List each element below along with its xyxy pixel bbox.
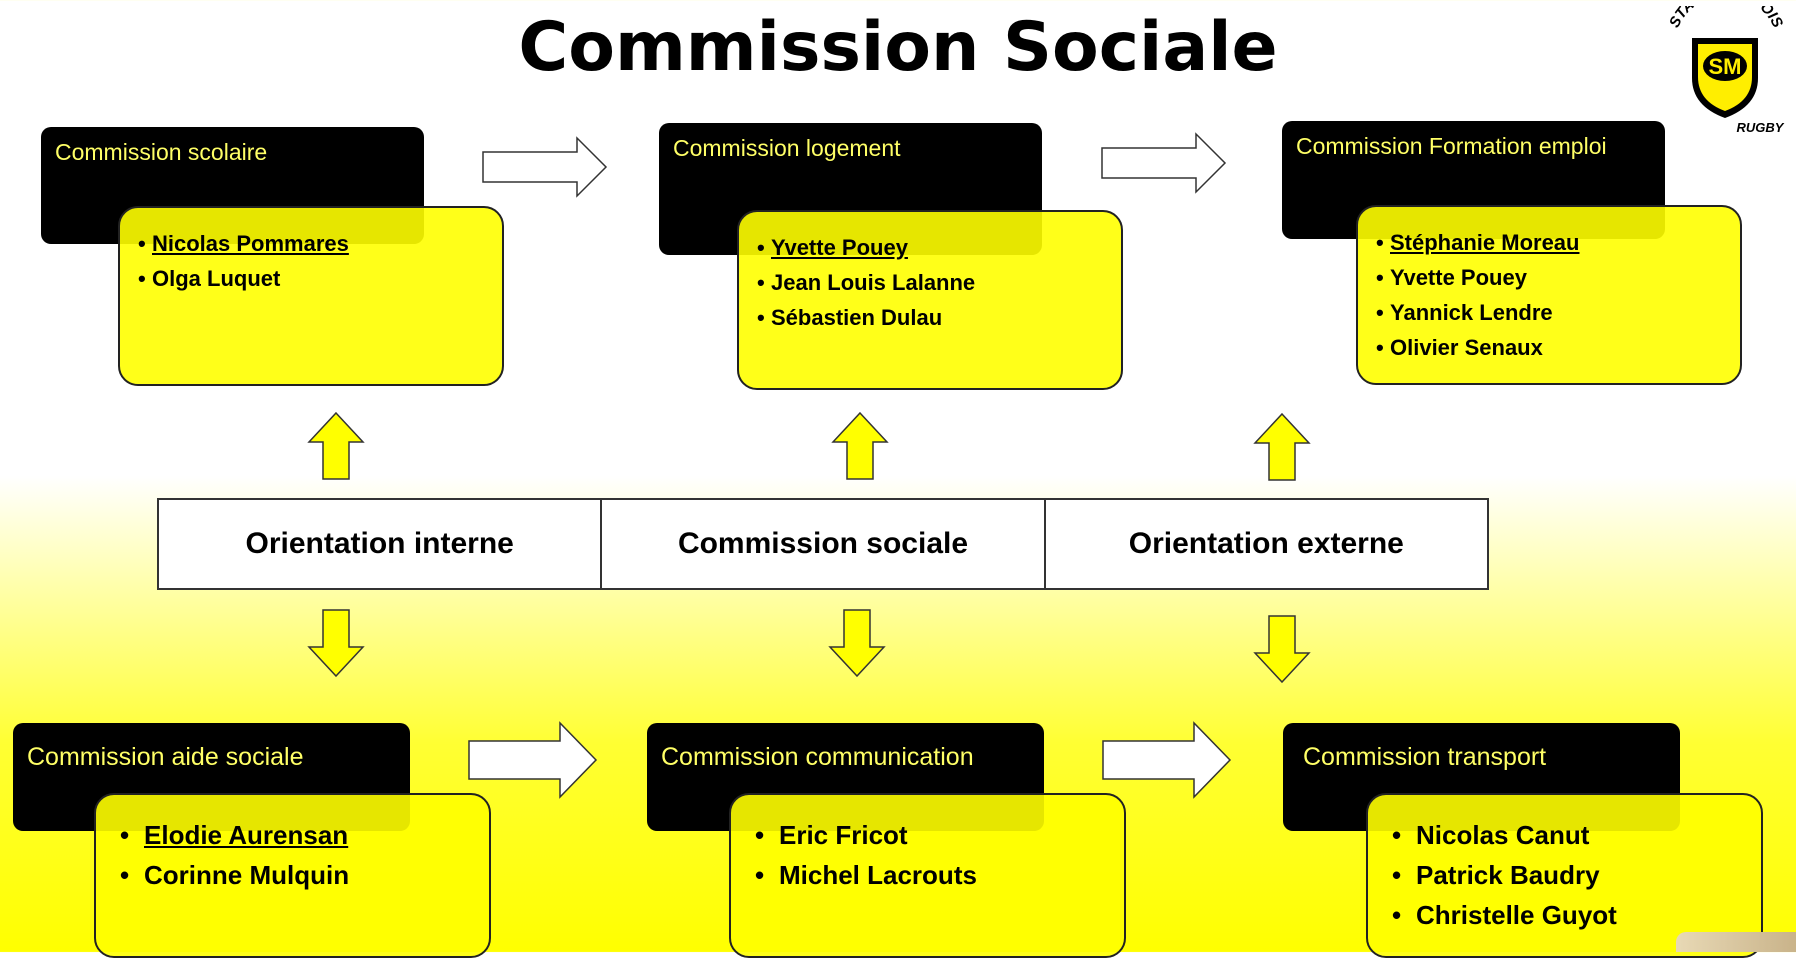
right-arrow-icon (482, 136, 608, 198)
up-arrow-icon (307, 411, 365, 480)
member-item: •Michel Lacrouts (755, 860, 977, 890)
member-item: •Nicolas Pommares (138, 231, 349, 256)
logo-ball (1703, 51, 1747, 81)
orientation-externe-cell: Orientation externe (1128, 527, 1404, 560)
member-item: •Patrick Baudry (1392, 860, 1600, 890)
commission-header-label: Commission communication (661, 743, 974, 771)
member-item: •Elodie Aurensan (120, 820, 349, 850)
member-item: •Olivier Senaux (1376, 335, 1543, 360)
commission-header-label: Commission scolaire (55, 139, 268, 165)
member-item: •Nicolas Canut (1392, 820, 1590, 850)
commission-formation-emploi-members: •Stéphanie Moreau •Yvette Pouey •Yannick… (1356, 205, 1742, 385)
logo-initials: SM (1709, 54, 1742, 79)
up-arrow-icon (1253, 412, 1311, 481)
member-item: •Sébastien Dulau (757, 305, 943, 330)
member-item: •Yannick Lendre (1376, 300, 1553, 325)
orientation-table: Orientation interne Commission sociale O… (157, 498, 1489, 590)
commission-header-label: Commission logement (673, 135, 901, 161)
commission-aide-sociale-members: •Elodie Aurensan •Corinne Mulquin (94, 793, 491, 958)
commission-header-label: Commission Formation emploi (1296, 133, 1607, 159)
logo-top-text: STADE MONTOIS (1666, 6, 1786, 31)
member-item: •Yvette Pouey (1376, 265, 1527, 290)
commission-scolaire-members: •Nicolas Pommares •Olga Luquet (118, 206, 504, 386)
commission-communication-members: •Eric Fricot •Michel Lacrouts (729, 793, 1126, 958)
commission-sociale-cell: Commission sociale (602, 500, 1046, 588)
page-title: Commission Sociale (518, 8, 1278, 87)
commission-header-label: Commission aide sociale (27, 743, 304, 771)
down-arrow-icon (828, 609, 886, 678)
member-item: •Corinne Mulquin (120, 860, 350, 890)
member-item: •Jean Louis Lalanne (757, 270, 976, 295)
up-arrow-icon (831, 411, 889, 480)
down-arrow-icon (1253, 615, 1311, 684)
orientation-interne-cell: Orientation interne (159, 500, 603, 588)
right-arrow-icon (1102, 721, 1232, 799)
stade-montois-logo: STADE MONTOIS SM RUGBY (1666, 6, 1786, 135)
member-item: •Olga Luquet (138, 266, 281, 291)
corner-image-fragment (1676, 932, 1796, 952)
commission-logement-members: •Yvette Pouey •Jean Louis Lalanne •Sébas… (737, 210, 1123, 390)
down-arrow-icon (307, 609, 365, 678)
member-item: •Christelle Guyot (1392, 900, 1617, 930)
right-arrow-icon (468, 721, 598, 799)
commission-header-label: Commission transport (1303, 743, 1547, 771)
member-item: •Eric Fricot (755, 820, 908, 850)
logo-bottom-text: RUGBY (1737, 120, 1785, 135)
member-item: •Yvette Pouey (757, 235, 908, 260)
right-arrow-icon (1101, 132, 1227, 194)
member-item: •Stéphanie Moreau (1376, 230, 1580, 255)
